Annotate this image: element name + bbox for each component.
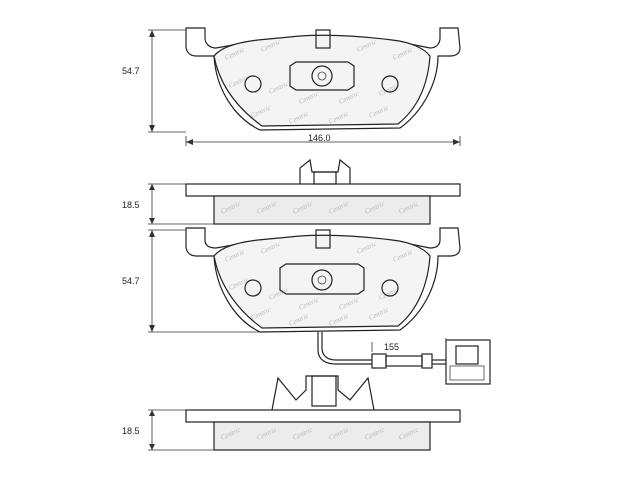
wire-length-label: 155 [384,342,399,352]
top-side-friction-block [213,195,431,225]
bottom-thickness-label: 18.5 [122,426,140,436]
bottom-friction-material [213,234,431,329]
sensor-wire [321,332,372,361]
bottom-thickness-dimension: 18.5 [122,409,214,451]
top-right-hole [381,75,399,93]
top-thickness-label: 18.5 [122,200,140,210]
top-pad-side-view: Centric Centric Centric Centric Centric … [185,158,461,225]
bottom-side-backing-plate [185,409,461,423]
top-height-dimension: 54.7 [122,29,186,133]
bottom-right-hole [381,279,399,297]
bottom-height-dimension: 54.7 [122,229,260,333]
top-friction-material [213,34,431,127]
top-center-clip [289,29,355,91]
sensor-connector [445,339,491,385]
bottom-pad-side-view: Centric Centric Centric Centric Centric … [185,375,461,451]
width-dimension: 146.0 [185,133,461,146]
top-side-backing-plate [185,183,461,197]
bottom-clip-spring [271,375,375,411]
bottom-height-label: 54.7 [122,276,140,286]
top-brake-pad: Centric Centric Centric Centric Centric … [185,27,461,131]
wear-sensor: 155 [317,332,491,385]
bottom-side-friction-block [213,421,431,451]
bottom-left-hole [244,279,262,297]
top-height-label: 54.7 [122,66,140,76]
top-left-hole [244,75,262,93]
bottom-brake-pad: Centric Centric Centric Centric Centric … [185,227,461,333]
bottom-center-clip [279,229,365,295]
top-thickness-dimension: 18.5 [122,183,214,225]
width-label: 146.0 [308,133,331,143]
